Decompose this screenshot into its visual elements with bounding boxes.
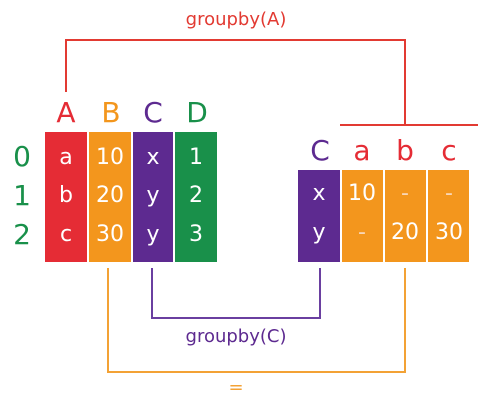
left-cell-b-0: 10 <box>96 145 124 170</box>
left-column-d-block <box>175 132 217 262</box>
left-cell-c-0: x <box>146 145 160 170</box>
left-header-a: A <box>56 96 76 129</box>
left-header-b: B <box>101 96 121 129</box>
right-cell-0-c: - <box>445 181 453 206</box>
left-header-c: C <box>143 96 163 129</box>
right-index-1: y <box>312 220 326 245</box>
left-cell-d-1: 2 <box>189 183 203 208</box>
left-cell-a-0: a <box>59 145 73 170</box>
left-header-d: D <box>186 96 208 129</box>
left-index-2: 2 <box>13 218 31 251</box>
left-cell-a-1: b <box>59 183 73 208</box>
groupby-c-connector <box>151 268 321 319</box>
left-index-0: 0 <box>13 140 31 173</box>
left-cell-c-2: y <box>146 222 160 247</box>
left-cell-a-2: c <box>59 222 73 247</box>
right-column-c-block <box>428 170 469 262</box>
left-index-1: 1 <box>13 179 31 212</box>
groupby-a-label: groupby(A) <box>185 9 287 30</box>
right-cell-0-a: 10 <box>348 181 376 206</box>
left-cell-c-1: y <box>146 183 160 208</box>
right-cell-0-b: - <box>401 181 409 206</box>
right-index-header: C <box>310 134 330 167</box>
right-index-0: x <box>312 181 326 206</box>
right-header-c: c <box>441 134 457 167</box>
right-column-a-block <box>342 170 383 262</box>
right-index-block <box>298 170 340 262</box>
values-connector <box>107 268 406 373</box>
right-header-b: b <box>396 134 414 167</box>
left-cell-d-2: 3 <box>189 222 203 247</box>
left-column-c-block <box>133 132 173 262</box>
right-column-b-block <box>385 170 426 262</box>
right-cell-1-c: 30 <box>435 220 463 245</box>
equals-label: = <box>228 377 244 398</box>
left-cell-b-1: 20 <box>96 183 124 208</box>
left-cell-d-0: 1 <box>189 145 203 170</box>
right-cell-1-a: - <box>358 220 366 245</box>
groupby-a-connector <box>65 39 406 125</box>
right-header-a: a <box>353 134 371 167</box>
left-column-b-block <box>89 132 131 262</box>
left-column-a-block <box>45 132 87 262</box>
left-cell-b-2: 30 <box>96 222 124 247</box>
groupby-c-label: groupby(C) <box>181 328 291 346</box>
right-cell-1-b: 20 <box>391 220 419 245</box>
